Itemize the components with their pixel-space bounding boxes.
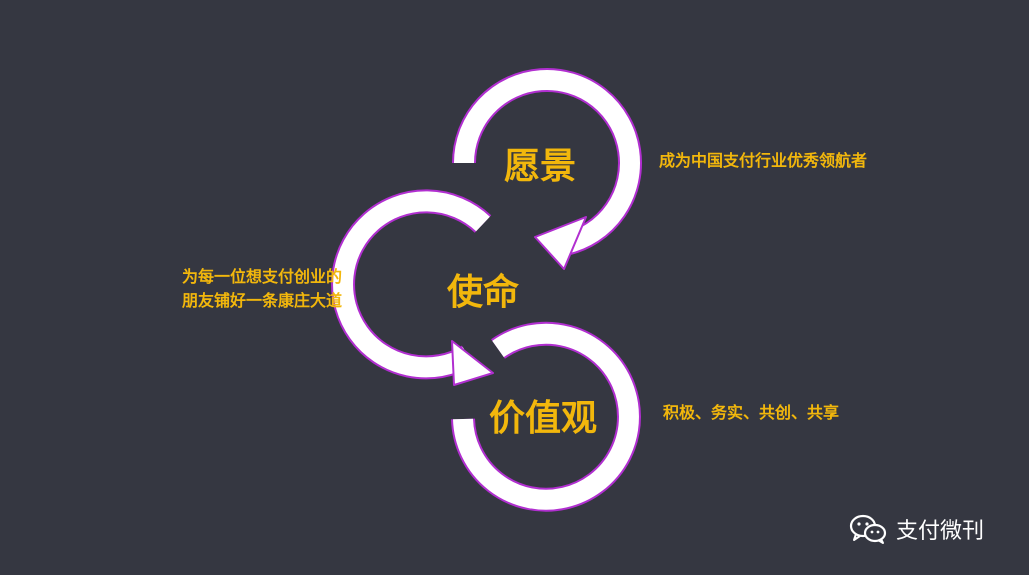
watermark-text: 支付微刊 xyxy=(896,519,985,544)
values-ring xyxy=(451,321,641,512)
watermark: 支付微刊 xyxy=(848,512,984,546)
vision-description: 成为中国支付行业优秀领航者 xyxy=(659,151,868,170)
arrow-head-vision-to-mission xyxy=(534,216,587,270)
mission-description-line-2: 朋友铺好一条康庄大道 xyxy=(182,291,343,310)
vision-title: 愿景 xyxy=(504,146,577,187)
mission-description-line-1: 为每一位想支付创业的 xyxy=(182,267,343,286)
values-title: 价值观 xyxy=(489,398,598,439)
vision-ring xyxy=(452,68,642,256)
mission-title: 使命 xyxy=(447,272,520,313)
wechat-icon xyxy=(849,514,887,544)
mission-ring xyxy=(331,189,492,380)
arrow-head-mission-to-values xyxy=(451,340,494,386)
values-description: 积极、务实、共创、共享 xyxy=(663,403,840,422)
